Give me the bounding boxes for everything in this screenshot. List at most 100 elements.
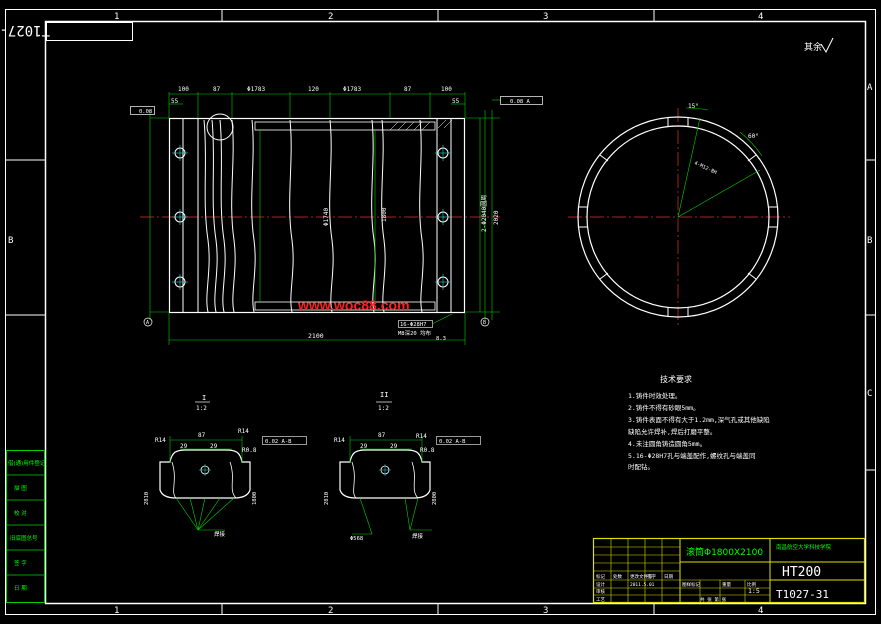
roughness-symbol-icon	[820, 37, 834, 54]
drawing-number-box: T1027-31	[0, 22, 133, 41]
tech-req-item-3: 3.铸件表面不得有大于1.2mm,深气孔或其他缺陷	[628, 415, 770, 424]
dim-55-left: 55	[171, 98, 179, 105]
row-label-2: 工艺	[596, 597, 605, 603]
row-date: 2011.5.01	[630, 582, 655, 588]
tech-req-item-5: 4.未注圆角铸造圆角5mm。	[628, 439, 706, 448]
detail-i-label: I	[202, 394, 206, 402]
detail-ii-tol: 0.02 A-B	[439, 439, 466, 445]
left-strip-5: 日 期	[14, 585, 27, 592]
detail-i-side-right: 1800	[252, 492, 258, 505]
front-outline	[168, 117, 466, 314]
tech-req-item-1: 1.铸件时效处理。	[628, 391, 681, 400]
dim-overall-length: 2100	[308, 332, 324, 340]
detail-i-dim-r08: R0.8	[242, 447, 257, 454]
detail-ii-dim-29b: 29	[390, 443, 398, 450]
detail-i: I 1:2 R14 87 29 29 R14 R0.8 0.02 A-B 281…	[144, 394, 307, 538]
title-drawing-no: T1027-31	[776, 588, 829, 601]
bolt-holes	[174, 147, 449, 288]
header-1: 处数	[613, 573, 622, 580]
datum-b: B	[483, 320, 486, 326]
zone-labels-top: 1 2 3 4 1 2 3 4 A B C B	[8, 12, 873, 616]
side-outer-circle	[577, 116, 779, 318]
zone-ticks	[5, 9, 875, 614]
tol-right: 0.08 A	[510, 99, 531, 105]
detail-ii: II 1:2 R14 87 29 29 R14 R0.8 0.02 A-B 28…	[324, 391, 481, 542]
drawing-number-rotated: T1027-31	[0, 22, 50, 38]
sheet-count: 共 张 第 张	[700, 596, 727, 603]
detail-i-dim-r14-left: R14	[155, 437, 166, 444]
zone-row-a: A	[867, 83, 873, 93]
detail-ii-dim-r08: R0.8	[420, 447, 435, 454]
datum-a: A	[146, 320, 149, 326]
detail-ii-dim-29a: 29	[360, 443, 368, 450]
dim-bore: Φ1740	[323, 208, 330, 226]
tech-req-item-6: 5.16-Φ28H7孔与端盖配作,螺纹孔与端盖同	[628, 451, 756, 460]
school-name: 南昌航空大学科技学院	[776, 543, 832, 551]
dim-top-6: 100	[441, 86, 452, 93]
dim-top-3: 120	[308, 86, 319, 93]
right-label-0: 图样标记	[682, 581, 700, 588]
tech-req-item-7: 时配钻。	[628, 462, 654, 471]
dim-od: 1800	[381, 207, 388, 222]
left-strip-4: 签 字	[14, 559, 27, 567]
dim-55-right: 55	[452, 98, 460, 105]
left-strip-0: 借(通)用件登记	[8, 459, 46, 467]
detail-i-dim-87: 87	[198, 432, 206, 439]
side-inner-circle	[586, 125, 770, 309]
dim-small: 8.3	[436, 336, 446, 342]
material: HT200	[782, 565, 821, 580]
dim-flange-od: 2020	[493, 210, 500, 225]
angle-1: 15°	[688, 103, 699, 110]
dim-top-0: 100	[178, 86, 189, 93]
detail-i-side-left: 2810	[144, 492, 150, 505]
detail-i-dim-r14-right: R14	[238, 428, 249, 435]
zone-col-1: 1	[114, 12, 119, 22]
side-hole-label: 4-M12-8H	[693, 160, 717, 176]
watermark: www.woc88.com	[297, 297, 410, 313]
dim-top-1: 87	[213, 86, 221, 93]
zone-row-b-left: B	[8, 236, 13, 246]
zone-row-b: B	[867, 236, 872, 246]
detail-i-leader: 焊接	[214, 530, 226, 538]
right-label-1: 重量	[722, 581, 731, 588]
outer-border	[5, 9, 876, 615]
header-2: 更改文件号	[630, 573, 653, 580]
dim-top-2: Φ1783	[247, 86, 265, 93]
left-strip-2: 校 对	[14, 509, 27, 517]
datum-b-marker	[480, 317, 490, 327]
tol-frame-right	[500, 96, 543, 105]
detail-ii-label: II	[380, 391, 388, 399]
tol-left: 0.08	[139, 109, 152, 115]
zone-col-3: 3	[543, 12, 548, 22]
header-3: 签字	[647, 573, 656, 580]
detail-i-tol: 0.02 A-B	[265, 439, 292, 445]
roughness-note: 其余	[804, 41, 822, 53]
hole-note-1: 16-Φ28H7	[400, 322, 427, 328]
detail-ii-dim-87: 87	[378, 432, 386, 439]
tech-req-item-2: 2.铸件不得有砂眼5mm。	[628, 403, 700, 412]
angle-2: 60°	[748, 133, 759, 140]
detail-i-dim-29a: 29	[180, 443, 188, 450]
detail-ii-scale: 1:2	[378, 405, 389, 412]
detail-ii-dim-r14-right: R14	[416, 433, 427, 440]
tech-req-title: 技术要求	[660, 374, 692, 384]
right-label-2: 比例	[747, 581, 756, 588]
datum-a-marker	[143, 317, 153, 327]
left-strip: 借(通)用件登记 描 图 校 对 旧底图总号 签 字 日 期	[6, 450, 46, 603]
zone-col-4: 4	[758, 12, 763, 22]
detail-ii-leader-right: 焊接	[412, 532, 424, 540]
side-view: 15° 60° 4-M12-8H	[568, 103, 790, 326]
header-0: 标记	[596, 573, 605, 580]
detail-ii-side-left: 2810	[324, 492, 330, 505]
detail-ii-side-right: 2800	[432, 492, 438, 505]
zone-col-2-bottom: 2	[328, 606, 333, 616]
detail-ii-leader-left: Φ568	[350, 536, 363, 542]
zone-col-2: 2	[328, 12, 333, 22]
zone-col-3-bottom: 3	[543, 606, 548, 616]
tech-req-item-4: 缺陷允许焊补,焊后打磨平整。	[628, 427, 716, 436]
title-block: 滚筒Φ1800X2100 南昌航空大学科技学院 HT200 T1027-31 1…	[592, 537, 866, 604]
tech-requirements: 技术要求 1.铸件时效处理。 2.铸件不得有砂眼5mm。 3.铸件表面不得有大于…	[628, 374, 770, 471]
zone-row-c: C	[867, 389, 872, 399]
detail-i-dim-29b: 29	[210, 443, 218, 450]
part-name: 滚筒Φ1800X2100	[686, 546, 763, 558]
